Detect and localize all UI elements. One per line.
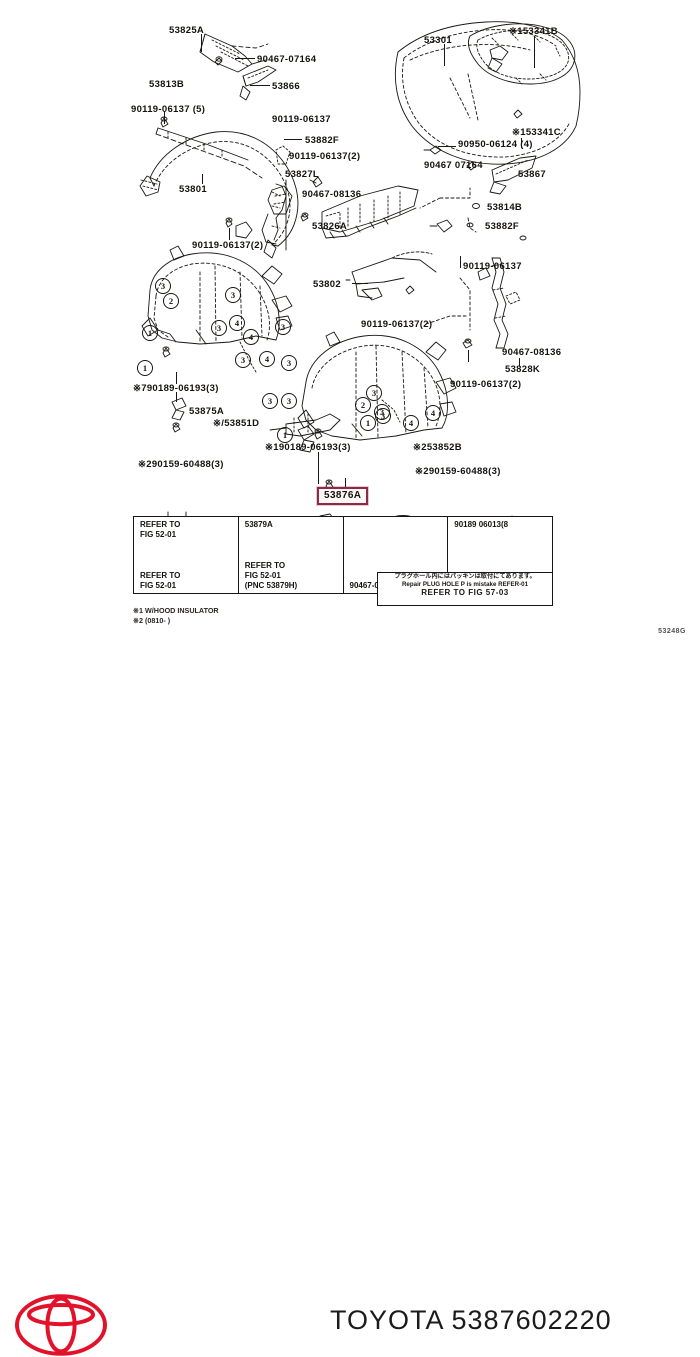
- leader-line: [352, 283, 368, 284]
- callout-number: 1: [137, 360, 153, 376]
- callout-number: 3: [281, 393, 297, 409]
- plug-hole-note-box: プラグホール内にはパッキンは取付にてあります。 Repair PLUG HOLE…: [377, 572, 553, 606]
- part-label-53826A: 53826A: [312, 221, 348, 232]
- part-label-53814B: 53814B: [487, 202, 523, 213]
- part-label-190189061933: ※190189-06193(3): [265, 442, 351, 453]
- leader-line: [460, 256, 461, 268]
- part-label-53825A: 53825A: [169, 25, 205, 36]
- ref-cell-bottom-text: REFER TO FIG 52-01 (PNC 53879H): [244, 561, 298, 590]
- leader-line: [534, 36, 535, 68]
- leader-line: [201, 34, 202, 52]
- leader-line: [235, 58, 255, 59]
- part-label-9046708136: 90467-08136: [502, 347, 562, 358]
- callout-number: 2: [163, 293, 179, 309]
- footnote: ※2 (0810- ): [133, 616, 171, 625]
- part-label-290159604883: ※290159-60488(3): [138, 459, 224, 470]
- part-label-9011906137: 90119-06137: [463, 261, 522, 272]
- leader-line: [176, 392, 177, 402]
- part-label-90119061375: 90119-06137 (5): [131, 104, 206, 115]
- highlighted-part-number[interactable]: 53876A: [317, 487, 369, 505]
- part-label-9011906137: 90119-06137: [272, 114, 331, 125]
- part-label-53827L: 53827L: [285, 169, 320, 180]
- part-label-153341C: ※153341C: [512, 127, 561, 138]
- part-label-253852B: ※253852B: [413, 442, 462, 453]
- part-label-53866: 53866: [272, 81, 300, 92]
- part-label-290159604883: ※290159-60488(3): [415, 466, 501, 477]
- leader-line: [176, 372, 177, 384]
- jp-note-line-3: REFER TO FIG 57-03: [421, 588, 509, 597]
- part-label-53802: 53802: [313, 279, 341, 290]
- part-label-53301: 53301: [424, 35, 452, 46]
- callout-number: 3: [155, 278, 171, 294]
- part-label-9046707164: 90467 07164: [424, 160, 483, 171]
- callout-number: 3: [225, 287, 241, 303]
- part-label-90119061372: 90119-06137(2): [289, 151, 361, 162]
- leader-line: [444, 44, 445, 66]
- callout-number: 3: [366, 385, 382, 401]
- part-label-53867: 53867: [518, 169, 546, 180]
- callout-number: 3: [262, 393, 278, 409]
- leader-line: [250, 85, 270, 86]
- leader-line: [318, 452, 319, 484]
- callout-number: 3: [275, 319, 291, 335]
- sheet-code: 53248G: [658, 628, 686, 635]
- callout-number: 3: [211, 320, 227, 336]
- callout-number: 3: [235, 352, 251, 368]
- ref-cell-bottom-text: REFER TO FIG 52-01: [140, 571, 181, 590]
- ref-cell-top-text: REFER TO FIG 52-01: [140, 520, 181, 539]
- callout-number: 1: [142, 325, 158, 341]
- callout-number: 3: [281, 355, 297, 371]
- ref-cell-top-text: 53879A: [244, 520, 273, 529]
- callout-number: 4: [425, 405, 441, 421]
- callout-number: 2: [355, 397, 371, 413]
- part-label-90119061372: 90119-06137(2): [450, 379, 522, 390]
- part-label-53875A: 53875A: [189, 406, 225, 417]
- part-label-90119061372: 90119-06137(2): [192, 240, 264, 251]
- leader-line: [468, 350, 469, 362]
- leader-line: [164, 112, 165, 124]
- jp-note-line-1: プラグホール内にはパッキンは取付にてあります。: [394, 573, 536, 580]
- callout-number: 3: [375, 408, 391, 424]
- part-label-9046707164: 90467-07164: [257, 54, 317, 65]
- callout-number: 1: [277, 427, 293, 443]
- part-label-53851D: ※/53851D: [213, 418, 260, 429]
- part-label-90950061244: 90950-06124 (4): [458, 139, 533, 150]
- part-label-790189061933: ※790189-06193(3): [133, 383, 219, 394]
- part-label-53882F: 53882F: [305, 135, 340, 146]
- callout-number: 1: [360, 415, 376, 431]
- callout-number: 4: [229, 315, 245, 331]
- leader-line: [202, 174, 203, 184]
- footer-bar: TOYOTA 5387602220: [0, 645, 700, 1356]
- brand-part-text: TOYOTA 5387602220: [330, 1305, 612, 1335]
- callout-number: 4: [243, 329, 259, 345]
- part-label-53828K: 53828K: [505, 364, 541, 375]
- leader-line: [519, 358, 520, 366]
- toyota-logo: [15, 1294, 107, 1356]
- part-label-90119061372: 90119-06137(2): [361, 319, 433, 330]
- part-label-53813B: 53813B: [149, 79, 185, 90]
- jp-note-line-2: Repair PLUG HOLE P is mistake REFER-01: [401, 581, 529, 588]
- part-label-153341B: ※153341B: [509, 26, 558, 37]
- part-label-9046708136: 90467-08136: [302, 189, 362, 200]
- leader-line: [521, 138, 522, 148]
- ref-cell-2[interactable]: 253879AREFER TO FIG 52-01 (PNC 53879H): [239, 517, 344, 593]
- leader-line: [438, 146, 456, 147]
- callout-number: 4: [259, 351, 275, 367]
- footnote: ※1 W/HOOD INSULATOR: [133, 606, 219, 615]
- part-label-53882F: 53882F: [485, 221, 520, 232]
- leader-line: [284, 139, 302, 140]
- leader-line: [229, 228, 230, 240]
- leader-line: [345, 478, 346, 487]
- ref-cell-top-text: 90189 06013(8: [454, 520, 509, 529]
- callout-number: 4: [403, 415, 419, 431]
- part-label-53801: 53801: [179, 184, 207, 195]
